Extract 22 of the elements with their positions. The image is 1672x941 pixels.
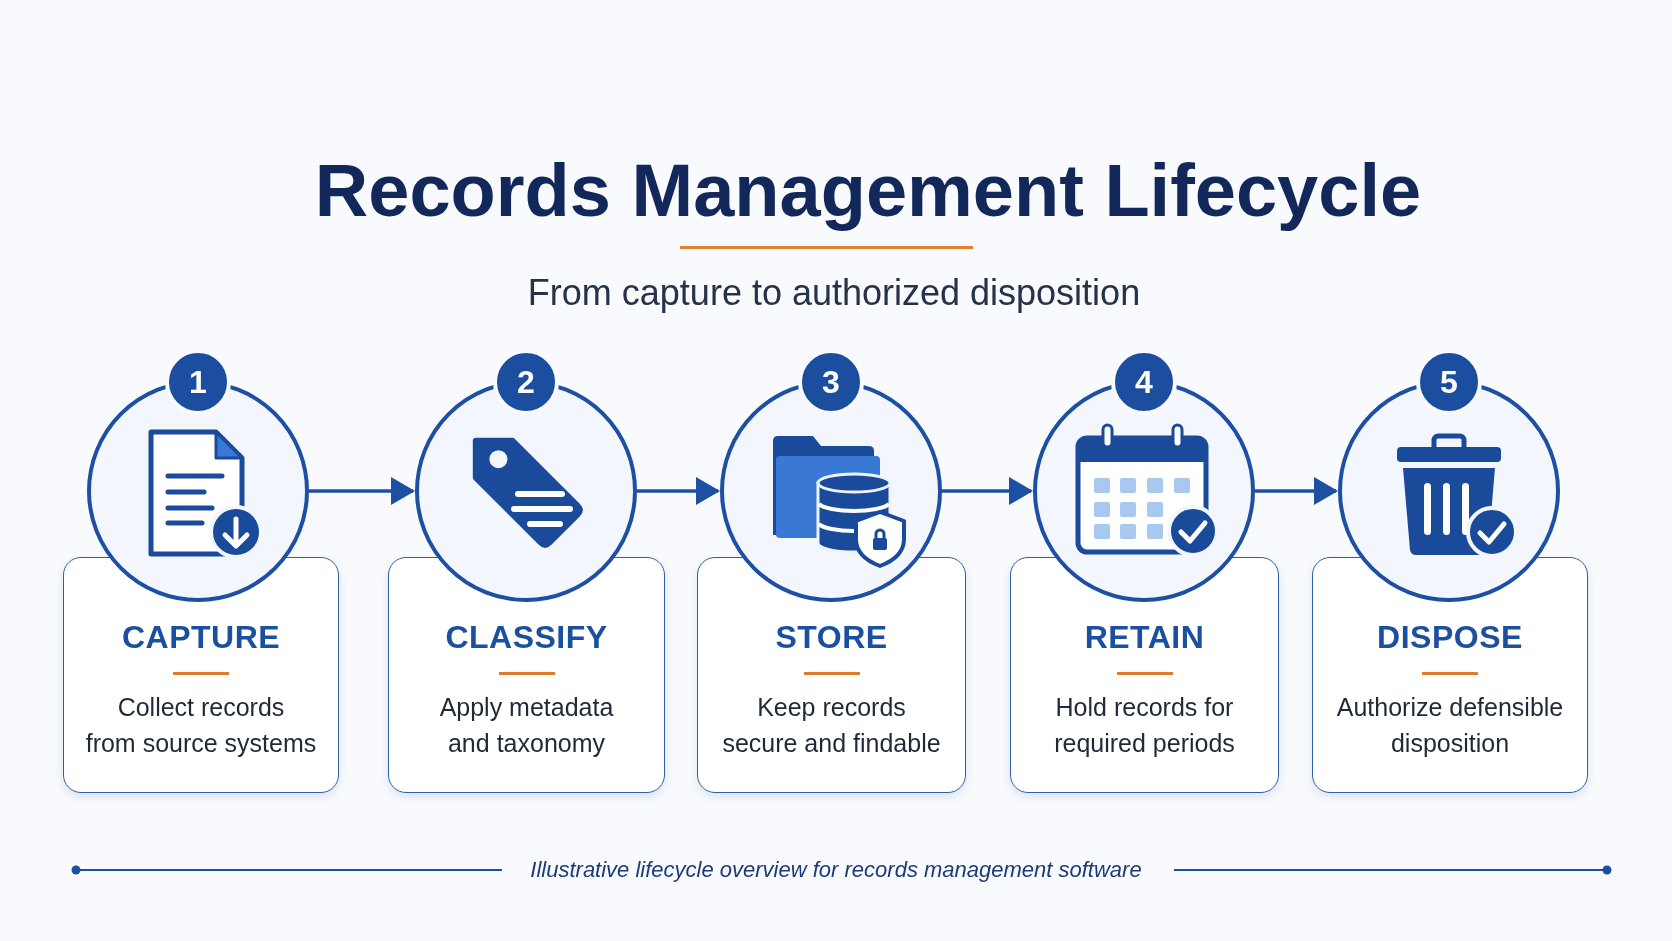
step-description: Hold records for required periods xyxy=(1054,692,1235,759)
arrow xyxy=(1255,477,1338,505)
step-card xyxy=(1010,557,1279,793)
title: Records Management Lifecycle xyxy=(314,151,1422,231)
step-card xyxy=(388,557,665,793)
step-description: Collect records from source systems xyxy=(85,692,317,759)
subtitle: From capture to authorized disposition xyxy=(527,271,1141,315)
step-heading: CLASSIFY xyxy=(445,619,608,655)
step-card xyxy=(63,557,339,793)
caption: Illustrative lifecycle overview for records management software xyxy=(530,856,1142,884)
step-heading: DISPOSE xyxy=(1377,619,1523,655)
step-heading: RETAIN xyxy=(1084,619,1205,655)
step-card xyxy=(697,557,966,793)
arrow xyxy=(942,477,1033,505)
step-heading: CAPTURE xyxy=(121,619,281,655)
step-description: Keep records secure and findable xyxy=(722,692,941,759)
arrow xyxy=(309,477,415,505)
arrow xyxy=(637,477,720,505)
step-description: Apply metadata and taxonomy xyxy=(439,692,614,759)
step-card xyxy=(1312,557,1588,793)
step-description: Authorize defensible disposition xyxy=(1336,692,1564,759)
step-heading: STORE xyxy=(775,619,888,655)
